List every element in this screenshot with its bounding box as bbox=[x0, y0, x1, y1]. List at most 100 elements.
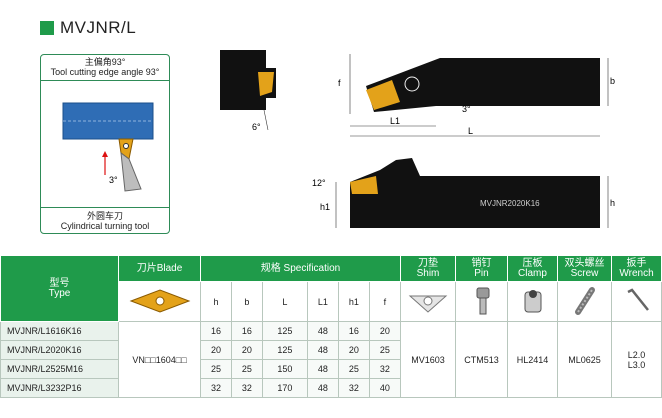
cell-L: 125 bbox=[261, 340, 308, 360]
cell-L: 170 bbox=[261, 378, 308, 398]
shim-code: MV1603 bbox=[400, 321, 456, 398]
dim-header-f: f bbox=[368, 281, 402, 322]
cell-b: 25 bbox=[230, 359, 263, 379]
header-shim-en: Shim bbox=[416, 267, 440, 279]
angle-caption-en: Tool cutting edge angle 93° bbox=[50, 67, 160, 77]
dim-header-h: h bbox=[200, 281, 232, 322]
cell-h1: 16 bbox=[337, 321, 370, 341]
header-clamp: 压板 Clamp bbox=[507, 255, 558, 282]
title-marker bbox=[40, 21, 54, 35]
top-view-insert bbox=[366, 80, 400, 110]
end-view-angle-line bbox=[263, 109, 269, 131]
row-model: MVJNR/L2020K16 bbox=[0, 340, 119, 360]
table-row: MVJNR/L3232P16 32 32 170 48 32 40 bbox=[0, 378, 662, 398]
shim-icon bbox=[408, 295, 448, 313]
header-wrench-cn: 扳手 bbox=[626, 257, 647, 269]
bottom-caption-en: Cylindrical turning tool bbox=[60, 221, 150, 231]
h-label: h bbox=[610, 198, 615, 208]
bottom-caption-cn: 外圆车刀 bbox=[86, 211, 123, 221]
side-view-insert bbox=[350, 176, 378, 194]
end-view-insert bbox=[258, 72, 274, 96]
header-wrench: 扳手 Wrench bbox=[611, 255, 662, 282]
header-screw-cn: 双头螺丝 bbox=[564, 257, 605, 269]
wrench-code-2: L3.0 bbox=[627, 359, 646, 370]
header-screw: 双头螺丝 Screw bbox=[557, 255, 612, 282]
header-type-en: Type bbox=[48, 287, 71, 299]
insert-hole bbox=[123, 143, 129, 149]
L-label: L bbox=[468, 126, 473, 136]
title-text: MVJNR/L bbox=[60, 18, 137, 37]
table-row: MVJNR/L2020K16 20 20 125 48 20 25 bbox=[0, 340, 662, 360]
header-type-cn: 型号 bbox=[49, 277, 70, 289]
pin-image-cell bbox=[455, 281, 508, 322]
clamp-code: HL2414 bbox=[507, 321, 558, 398]
dim-header-L: L bbox=[261, 281, 308, 322]
blade-image-cell bbox=[118, 281, 201, 322]
clamp-screw bbox=[404, 76, 420, 92]
cell-f: 40 bbox=[368, 378, 402, 398]
table-row: MVJNR/L2525M16 25 25 150 48 25 32 bbox=[0, 359, 662, 379]
cell-h: 32 bbox=[200, 378, 232, 398]
cell-L1: 48 bbox=[306, 378, 339, 398]
angle-6-label: 6° bbox=[252, 122, 261, 132]
cell-L1: 48 bbox=[306, 321, 339, 341]
cell-f: 32 bbox=[368, 359, 402, 379]
table-subheader-row: h b L L1 h1 f bbox=[1, 281, 662, 322]
screw-icon bbox=[574, 286, 595, 315]
header-shim: 刀垫 Shim bbox=[400, 255, 456, 282]
h1-label: h1 bbox=[320, 202, 330, 212]
cell-L1: 48 bbox=[306, 359, 339, 379]
table-row: MVJNR/L1616K16 VN□□1604□□ 16 16 125 48 1… bbox=[0, 321, 662, 398]
cell-L: 150 bbox=[261, 359, 308, 379]
cell-f: 20 bbox=[368, 321, 402, 341]
header-clamp-en: Clamp bbox=[518, 267, 547, 279]
cell-h1: 20 bbox=[337, 340, 370, 360]
header-spec: 规格 Specification bbox=[200, 255, 401, 282]
row-model: MVJNR/L3232P16 bbox=[0, 378, 119, 398]
top-view-body bbox=[366, 58, 600, 112]
cell-L1: 48 bbox=[306, 340, 339, 360]
blade-code: VN□□1604□□ bbox=[118, 321, 201, 398]
angle-12-label: 12° bbox=[312, 178, 326, 188]
angle-3-label: 3° bbox=[462, 104, 471, 114]
shim-image-cell bbox=[400, 281, 456, 322]
angle-diagram-box: 主偏角93° Tool cutting edge angle 93° 3° 外圆… bbox=[40, 54, 170, 234]
dim-header-L1: L1 bbox=[306, 281, 339, 322]
angle-box-top-caption: 主偏角93° Tool cutting edge angle 93° bbox=[41, 55, 169, 81]
angle-caption-cn: 主偏角93° bbox=[84, 57, 126, 67]
page-title: MVJNR/L bbox=[40, 18, 136, 38]
insert-icon bbox=[129, 288, 190, 313]
cell-h: 25 bbox=[200, 359, 232, 379]
wrench-icon bbox=[626, 287, 649, 311]
tool-drawing: 6° f b L1 L 3° MVJNR2020K16 h1 h 12° bbox=[220, 50, 615, 228]
header-pin-en: Pin bbox=[474, 267, 489, 279]
cell-b: 32 bbox=[230, 378, 263, 398]
angle-box-bottom-caption: 外圆车刀 Cylindrical turning tool bbox=[41, 207, 169, 233]
clamp-icon bbox=[524, 289, 541, 312]
pin-icon bbox=[476, 287, 489, 314]
wrench-image-cell bbox=[611, 281, 662, 322]
header-screw-en: Screw bbox=[570, 267, 599, 279]
screw-image-cell bbox=[557, 281, 612, 322]
cell-h1: 32 bbox=[337, 378, 370, 398]
feed-arrow-head bbox=[102, 151, 108, 157]
b-label: b bbox=[610, 76, 615, 86]
cell-f: 25 bbox=[368, 340, 402, 360]
wrench-code-1: L2.0 bbox=[627, 349, 646, 360]
f-label: f bbox=[338, 78, 341, 88]
cell-b: 20 bbox=[230, 340, 263, 360]
header-pin-cn: 销钉 bbox=[471, 257, 492, 269]
header-clamp-cn: 压板 bbox=[522, 257, 543, 269]
holder-engraving: MVJNR2020K16 bbox=[480, 199, 540, 208]
header-shim-cn: 刀垫 bbox=[418, 257, 438, 269]
spec-table: 型号 Type 刀片Blade 规格 Specification 刀垫 Shim… bbox=[0, 255, 662, 398]
cell-b: 16 bbox=[230, 321, 263, 341]
header-blade: 刀片Blade bbox=[118, 255, 201, 282]
header-type: 型号 Type bbox=[0, 255, 119, 322]
angle-diagram: 3° bbox=[62, 102, 154, 192]
L1-label: L1 bbox=[390, 116, 400, 126]
wrench-codes: L2.0 L3.0 bbox=[611, 321, 662, 398]
cell-h1: 25 bbox=[337, 359, 370, 379]
angle-label: 3° bbox=[109, 175, 118, 185]
cell-h: 16 bbox=[200, 321, 232, 341]
